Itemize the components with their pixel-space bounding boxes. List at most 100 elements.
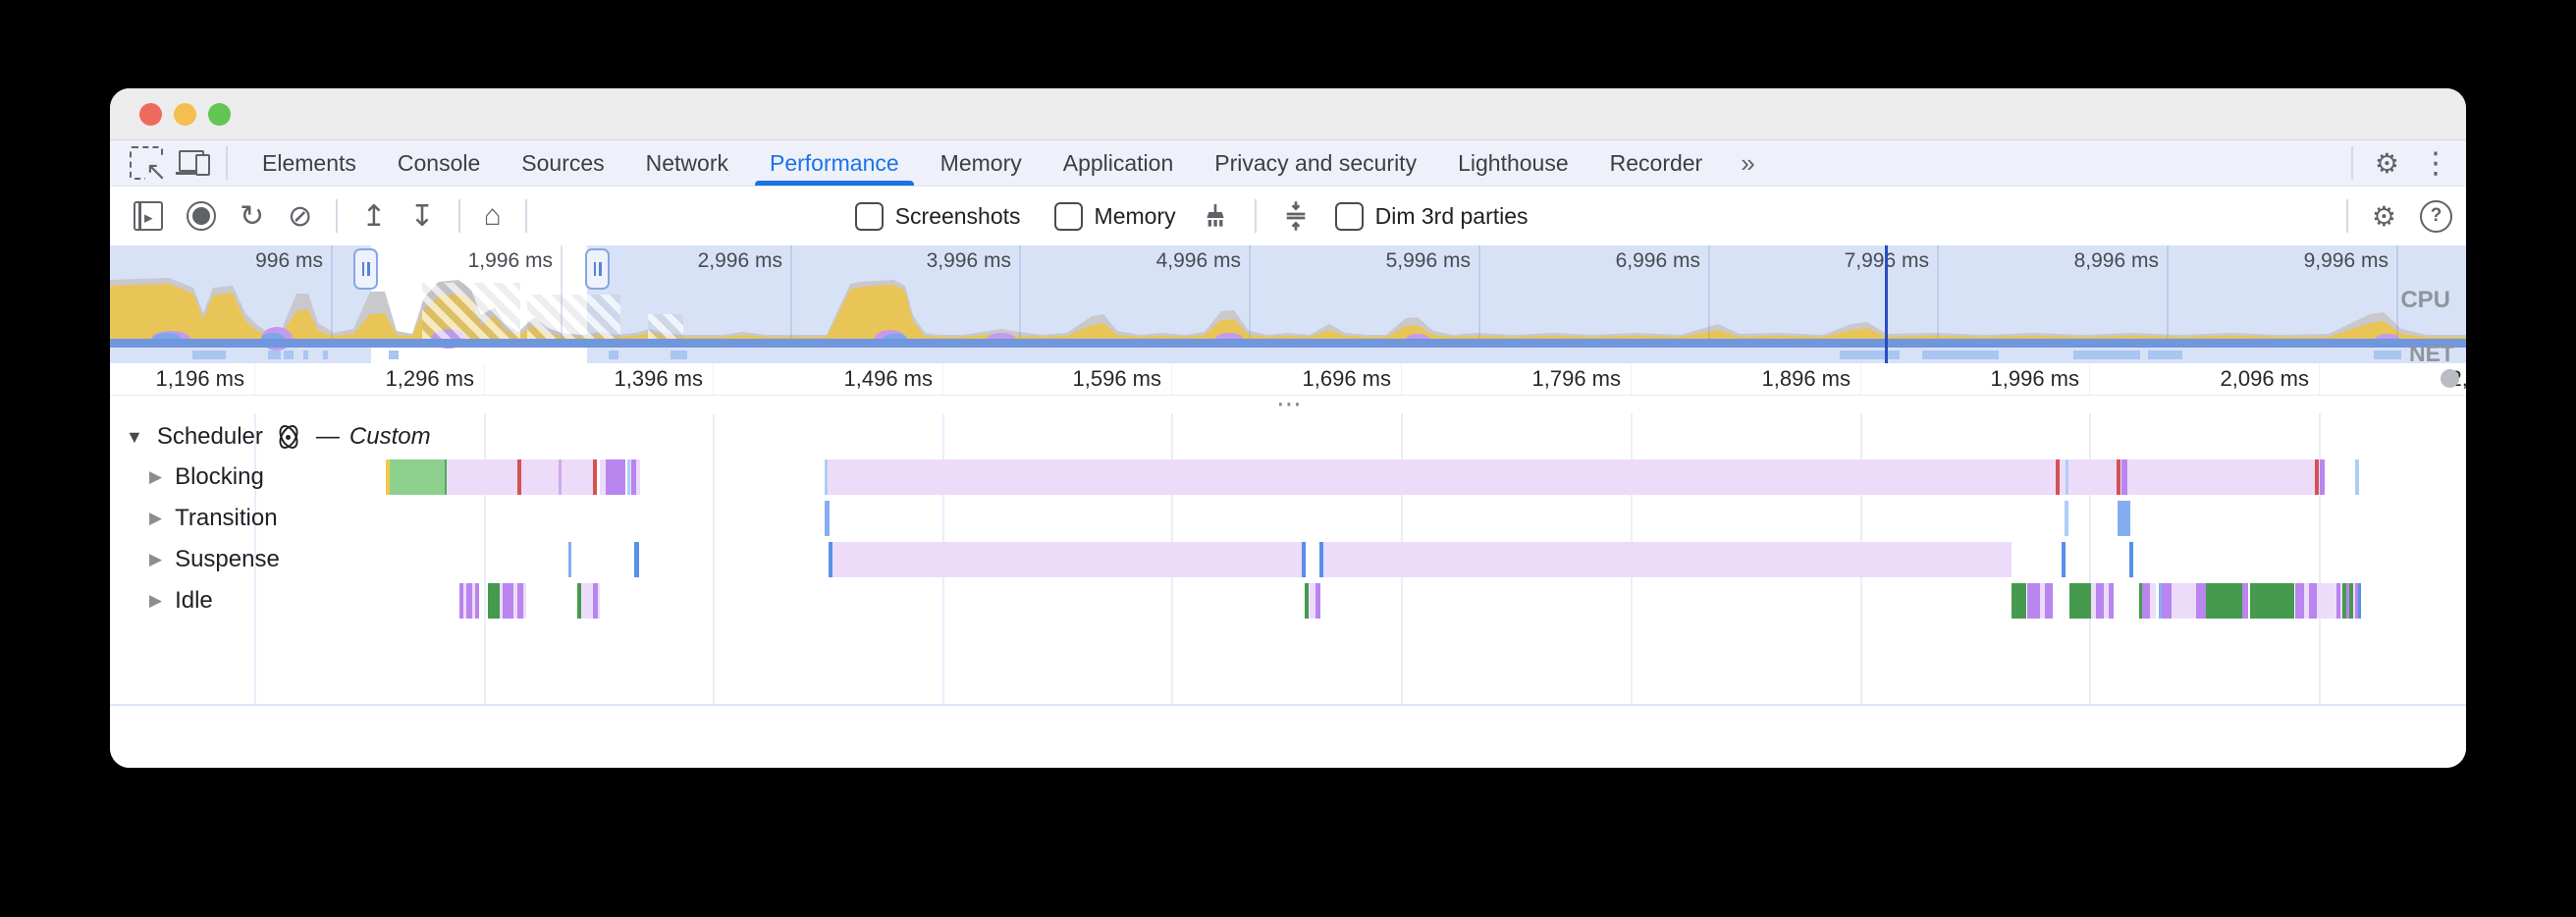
load-profile-icon[interactable]: ↥ xyxy=(361,199,386,234)
home-icon[interactable]: ⌂ xyxy=(484,199,502,233)
selection-left-handle[interactable] xyxy=(353,248,378,290)
flame-chart-entry[interactable] xyxy=(581,583,593,619)
save-profile-icon[interactable]: ↧ xyxy=(409,199,434,234)
clear-icon[interactable]: ⊘ xyxy=(288,199,312,234)
toggle-sidebar-icon[interactable]: ▸ xyxy=(134,201,163,231)
tab-network[interactable]: Network xyxy=(625,140,749,186)
tab-privacy-and-security[interactable]: Privacy and security xyxy=(1194,140,1437,186)
flame-chart-entry[interactable] xyxy=(2242,583,2248,619)
capture-settings-gear-icon[interactable]: ⚙ xyxy=(2372,200,2396,233)
flame-chart-entry[interactable] xyxy=(2096,583,2104,619)
selection-right-handle[interactable] xyxy=(585,248,610,290)
flame-chart-entry[interactable] xyxy=(1309,583,1315,619)
reload-and-record-icon[interactable]: ↻ xyxy=(240,199,264,234)
memory-checkbox[interactable] xyxy=(1054,202,1083,231)
flame-chart-entry[interactable] xyxy=(598,583,600,619)
flame-chart-entry[interactable] xyxy=(568,542,571,577)
flame-chart-entry[interactable] xyxy=(2309,583,2317,619)
inspect-element-icon[interactable]: ↖ xyxy=(130,146,163,180)
flame-chart-entry[interactable] xyxy=(2121,459,2127,495)
flame-chart-entry[interactable] xyxy=(2056,459,2060,495)
flame-chart-entry[interactable] xyxy=(1323,542,2012,577)
settings-gear-icon[interactable]: ⚙ xyxy=(2375,147,2399,180)
tab-elements[interactable]: Elements xyxy=(242,140,377,186)
flame-chart-entry[interactable] xyxy=(2162,583,2172,619)
flame-chart-entry[interactable] xyxy=(2317,583,2336,619)
flame-chart-entry[interactable] xyxy=(631,459,636,495)
screenshots-checkbox[interactable] xyxy=(855,202,884,231)
flame-chart-entry[interactable] xyxy=(2295,583,2304,619)
kebab-menu-icon[interactable]: ⋮ xyxy=(2421,146,2450,181)
flame-chart-entry[interactable] xyxy=(475,583,479,619)
expand-triangle-icon[interactable]: ▶ xyxy=(149,509,162,528)
flame-chart-entry[interactable] xyxy=(2315,459,2319,495)
scrollbar-thumb[interactable] xyxy=(2441,369,2459,388)
tab-console[interactable]: Console xyxy=(377,140,501,186)
flame-chart-entry[interactable] xyxy=(828,459,2325,495)
flame-chart-entry[interactable] xyxy=(2250,583,2294,619)
dim-3rd-parties-toggle[interactable]: Dim 3rd parties xyxy=(1335,202,1529,231)
flame-chart-entry[interactable] xyxy=(390,459,445,495)
scheduler-track-header[interactable]: ▼ Scheduler — Custom xyxy=(126,423,431,451)
tab-application[interactable]: Application xyxy=(1043,140,1195,186)
zoom-window-button[interactable] xyxy=(208,103,231,126)
flame-chart-entry[interactable] xyxy=(2066,459,2068,495)
memory-toggle[interactable]: Memory xyxy=(1054,202,1176,231)
flame-chart-entry[interactable] xyxy=(2027,583,2040,619)
flame-chart-entry[interactable] xyxy=(2196,583,2206,619)
expand-triangle-icon[interactable]: ▶ xyxy=(149,550,162,569)
record-button[interactable] xyxy=(187,201,216,231)
more-tabs-icon[interactable]: » xyxy=(1723,148,1770,179)
flame-chart-entry[interactable] xyxy=(2320,459,2325,495)
screenshots-toggle[interactable]: Screenshots xyxy=(855,202,1021,231)
flame-chart-entry[interactable] xyxy=(1319,542,1323,577)
flame-chart-entry[interactable] xyxy=(2355,459,2359,495)
track-row-suspense[interactable]: ▶Suspense xyxy=(149,539,280,580)
tab-sources[interactable]: Sources xyxy=(501,140,624,186)
tab-recorder[interactable]: Recorder xyxy=(1589,140,1724,186)
flame-chart-entry[interactable] xyxy=(2150,583,2156,619)
flame-chart-entry[interactable] xyxy=(2358,583,2361,619)
flame-chart-entry[interactable] xyxy=(488,583,500,619)
help-icon[interactable]: ? xyxy=(2420,200,2452,233)
track-row-blocking[interactable]: ▶Blocking xyxy=(149,457,264,498)
flame-chart-entry[interactable] xyxy=(503,583,513,619)
flame-chart-entry[interactable] xyxy=(445,459,447,495)
flame-chart-entry[interactable] xyxy=(1315,583,1320,619)
flame-chart-entry[interactable] xyxy=(825,459,828,495)
minimize-window-button[interactable] xyxy=(174,103,196,126)
flame-chart-entry[interactable] xyxy=(2069,583,2091,619)
flame-chart-entry[interactable] xyxy=(559,459,562,495)
device-toolbar-icon[interactable] xyxy=(179,150,210,176)
tab-lighthouse[interactable]: Lighthouse xyxy=(1437,140,1589,186)
flame-chart-entry[interactable] xyxy=(2065,501,2068,536)
flame-chart-entry[interactable] xyxy=(634,542,639,577)
flame-chart-entry[interactable] xyxy=(2206,583,2242,619)
track-row-idle[interactable]: ▶Idle xyxy=(149,580,213,621)
flame-chart-entry[interactable] xyxy=(627,459,630,495)
expand-triangle-icon[interactable]: ▶ xyxy=(149,591,162,611)
flame-chart-entry[interactable] xyxy=(517,459,521,495)
panel-resize-handle[interactable]: ⋯ xyxy=(110,396,2466,413)
collapse-sections-icon[interactable] xyxy=(1280,200,1312,232)
flame-chart-entry[interactable] xyxy=(2117,459,2120,495)
flame-chart-entry[interactable] xyxy=(832,542,1302,577)
flame-chart-entry[interactable] xyxy=(606,459,625,495)
track-row-transition[interactable]: ▶Transition xyxy=(149,498,278,539)
expand-triangle-icon[interactable]: ▶ xyxy=(149,467,162,487)
flame-chart-entry[interactable] xyxy=(2062,542,2066,577)
flame-chart-entry[interactable] xyxy=(2172,583,2196,619)
flame-chart-entry[interactable] xyxy=(1302,542,1306,577)
flame-chart-entry[interactable] xyxy=(829,542,832,577)
tab-memory[interactable]: Memory xyxy=(920,140,1043,186)
flame-chart-entry[interactable] xyxy=(2129,542,2133,577)
flame-chart-entry[interactable] xyxy=(2109,583,2114,619)
flame-chart-entry[interactable] xyxy=(597,459,600,495)
collapse-triangle-icon[interactable]: ▼ xyxy=(126,427,143,448)
flame-chart-entry[interactable] xyxy=(523,583,526,619)
garbage-collect-icon[interactable] xyxy=(1200,200,1231,232)
tab-performance[interactable]: Performance xyxy=(749,140,920,186)
close-window-button[interactable] xyxy=(139,103,162,126)
dim-3rd-parties-checkbox[interactable] xyxy=(1335,202,1364,231)
flame-chart-entry[interactable] xyxy=(2118,501,2130,536)
